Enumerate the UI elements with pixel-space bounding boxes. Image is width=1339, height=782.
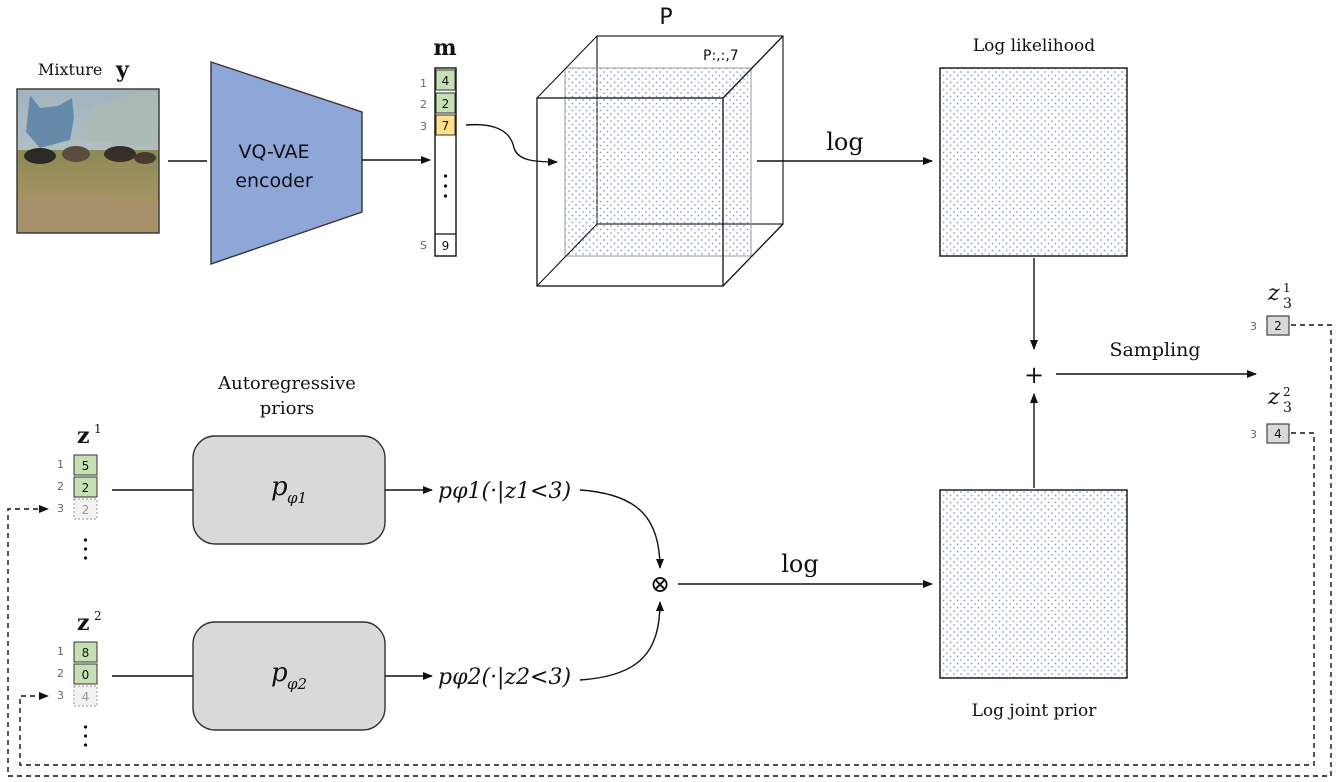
arrow-prior1-to-product — [579, 489, 664, 569]
z1-vertical-ellipsis — [83, 538, 88, 560]
log-joint-prior-title: Log joint prior — [972, 701, 1098, 721]
sample-z1-3: z 1 3 3 2 — [1250, 281, 1292, 336]
code-vector-symbol: m — [433, 35, 456, 61]
svg-text:φ2: φ2 — [287, 675, 307, 693]
svg-text:5: 5 — [82, 459, 90, 473]
svg-text:p: p — [271, 658, 288, 688]
svg-text:2: 2 — [442, 97, 450, 111]
tensor-label: P — [659, 5, 672, 30]
code-row-1: 1 4 — [420, 69, 456, 91]
product-operator: ⊗ — [650, 570, 670, 598]
z1-row-2: 2 2 — [57, 476, 98, 498]
svg-text:2: 2 — [420, 98, 427, 111]
svg-text:9: 9 — [442, 239, 450, 253]
prior-model-1: p φ1 — [192, 435, 386, 545]
z1-row-3: 3 2 — [57, 498, 98, 520]
encoder-label-line2: encoder — [235, 170, 313, 192]
arrow-code-to-slice — [465, 123, 558, 166]
arrow-prior2-to-product — [579, 601, 664, 681]
svg-text:2: 2 — [82, 481, 90, 495]
svg-text:S: S — [420, 239, 427, 252]
log-op-top: log — [826, 128, 864, 156]
svg-text:3: 3 — [420, 120, 427, 133]
svg-text:2: 2 — [57, 667, 64, 680]
svg-text:z: z — [77, 610, 90, 636]
sample-z2-3: z 2 3 3 4 — [1250, 385, 1292, 444]
svg-text:1: 1 — [57, 645, 64, 658]
svg-text:z: z — [77, 423, 90, 449]
mixture-image — [16, 88, 160, 234]
svg-text:z: z — [1267, 281, 1280, 306]
svg-text:1: 1 — [57, 458, 64, 471]
sampling-label: Sampling — [1109, 339, 1200, 361]
svg-text:3: 3 — [1250, 320, 1257, 333]
code-row-2: 2 2 — [420, 92, 456, 114]
svg-text:2: 2 — [57, 480, 64, 493]
svg-text:2: 2 — [94, 609, 102, 623]
mixture-label: Mixture — [38, 60, 102, 79]
priors-title-line1: Autoregressive — [217, 373, 356, 394]
feedback-loop-z2 — [19, 432, 1315, 766]
prior-model-2: p φ2 — [192, 621, 386, 731]
encoder-label-line1: VQ-VAE — [238, 141, 309, 163]
log-likelihood-title: Log likelihood — [973, 36, 1095, 56]
tensor-slice-label: P:,:,7 — [703, 48, 739, 64]
svg-text:0: 0 — [82, 668, 90, 682]
svg-text:p: p — [271, 472, 288, 502]
mixture-input: Mixture y — [16, 57, 160, 234]
svg-text:1: 1 — [420, 77, 427, 90]
prior1-output: pφ1(·|z1<3) — [438, 479, 571, 504]
vqvae-encoder: VQ-VAE encoder — [210, 61, 363, 265]
log-joint-prior-block: Log joint prior — [939, 489, 1128, 721]
z2-vertical-ellipsis — [83, 725, 88, 747]
code-vector-m: m 1 4 2 2 3 7 S 9 — [420, 35, 457, 257]
svg-text:4: 4 — [442, 74, 450, 88]
svg-text:φ1: φ1 — [287, 489, 307, 507]
svg-text:2: 2 — [1274, 319, 1282, 333]
source-z1: z 1 1 5 2 2 3 2 — [57, 422, 102, 560]
code-row-s: S 9 — [420, 233, 456, 253]
priors-title-line2: priors — [260, 398, 315, 419]
svg-text:4: 4 — [82, 690, 90, 704]
tensor-p: P P:,:,7 — [536, 5, 784, 287]
code-row-3: 3 7 — [420, 114, 456, 136]
svg-text:4: 4 — [1274, 427, 1282, 441]
mixture-symbol: y — [115, 57, 130, 83]
svg-text:2: 2 — [1283, 385, 1291, 399]
z2-row-1: 1 8 — [57, 641, 98, 663]
log-op-bottom: log — [781, 550, 819, 578]
prior2-output: pφ2(·|z2<3) — [438, 665, 571, 690]
svg-text:3: 3 — [1283, 296, 1292, 312]
z2-row-3: 3 4 — [57, 685, 98, 707]
svg-text:1: 1 — [94, 422, 102, 436]
svg-text:3: 3 — [1250, 428, 1257, 441]
z1-row-1: 1 5 — [57, 454, 98, 476]
svg-text:3: 3 — [1283, 400, 1292, 416]
feedback-loop-z1 — [7, 324, 1332, 777]
svg-text:8: 8 — [82, 646, 90, 660]
log-likelihood-block: Log likelihood — [939, 36, 1128, 257]
z2-row-2: 2 0 — [57, 663, 98, 685]
source-z2: z 2 1 8 2 0 3 4 — [57, 609, 102, 747]
svg-text:1: 1 — [1283, 281, 1291, 295]
svg-text:2: 2 — [82, 503, 90, 517]
svg-text:3: 3 — [57, 689, 64, 702]
svg-text:z: z — [1267, 385, 1280, 410]
code-vertical-ellipsis — [443, 174, 448, 198]
sum-operator: + — [1024, 361, 1044, 389]
svg-text:7: 7 — [442, 119, 450, 133]
svg-text:3: 3 — [57, 502, 64, 515]
